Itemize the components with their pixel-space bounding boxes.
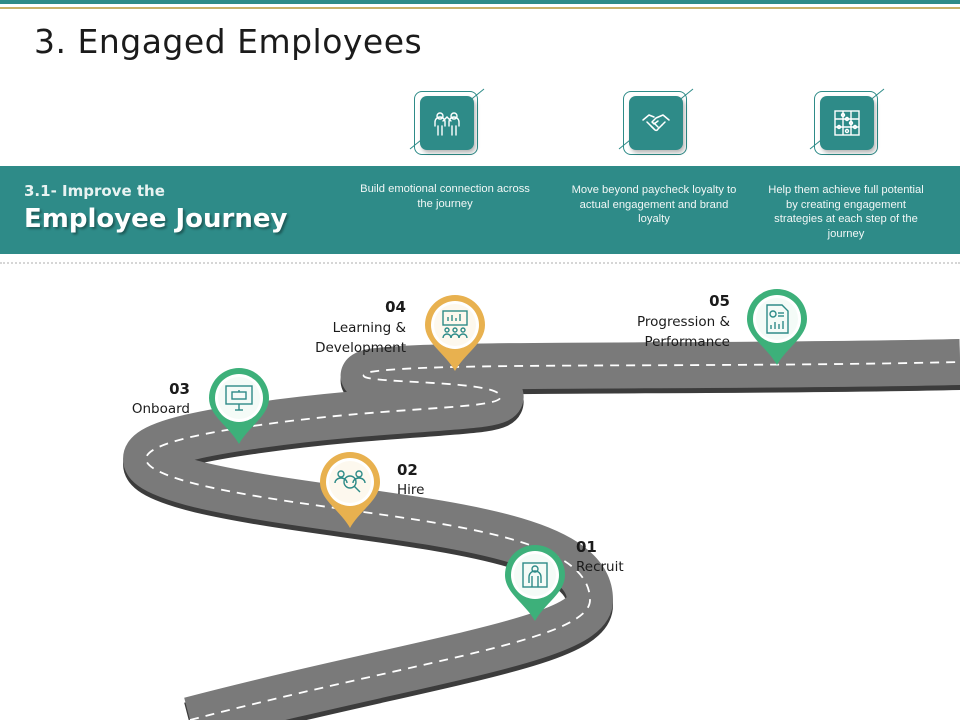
top-gold-line	[0, 7, 960, 9]
feature-text-2: Move beyond paycheck loyalty to actual e…	[571, 184, 737, 225]
step-04-label: Learning & Development	[315, 320, 406, 356]
step-01-label: Recruit	[576, 559, 624, 575]
report-document-icon	[766, 304, 789, 334]
step-02-number: 02	[397, 461, 418, 479]
feature-icon-team	[409, 88, 485, 157]
feature-text-1: Build emotional connection across the jo…	[360, 183, 530, 210]
training-class-icon	[442, 310, 468, 339]
handshake-people-icon	[334, 470, 366, 493]
puzzle-icon	[834, 110, 860, 136]
top-accent-line	[0, 0, 960, 4]
icon-tile	[420, 96, 474, 150]
pin-step-05	[745, 287, 809, 369]
pin-step-04	[423, 293, 487, 375]
pin-step-03	[207, 366, 271, 448]
icon-tile	[820, 96, 874, 150]
team-people-icon	[434, 112, 460, 136]
banner-title: Employee Journey	[24, 204, 288, 234]
feature-icon-puzzle	[809, 88, 885, 157]
icon-frame	[623, 91, 687, 155]
step-03-label: Onboard	[131, 401, 190, 417]
feature-icon-handshake	[618, 88, 694, 157]
step-05-number: 05	[709, 292, 730, 310]
feature-text-3: Help them achieve full potential by crea…	[768, 184, 924, 240]
page-title: 3. Engaged Employees	[34, 22, 423, 61]
handshake-icon	[642, 114, 670, 132]
presentation-board-icon	[225, 385, 253, 411]
step-04-number: 04	[385, 298, 406, 316]
step-05-label: Progression & Performance	[637, 314, 730, 350]
pin-step-02	[318, 450, 382, 532]
step-01-number: 01	[576, 538, 597, 556]
person-target-icon	[522, 562, 548, 588]
icon-frame	[814, 91, 878, 155]
step-03-number: 03	[169, 380, 190, 398]
icon-frame	[414, 91, 478, 155]
dotted-divider	[0, 262, 960, 264]
banner-subtitle: 3.1- Improve the	[24, 182, 165, 200]
step-02-label: Hire	[397, 482, 425, 498]
pin-step-01	[503, 543, 567, 625]
journey-banner	[0, 166, 960, 254]
